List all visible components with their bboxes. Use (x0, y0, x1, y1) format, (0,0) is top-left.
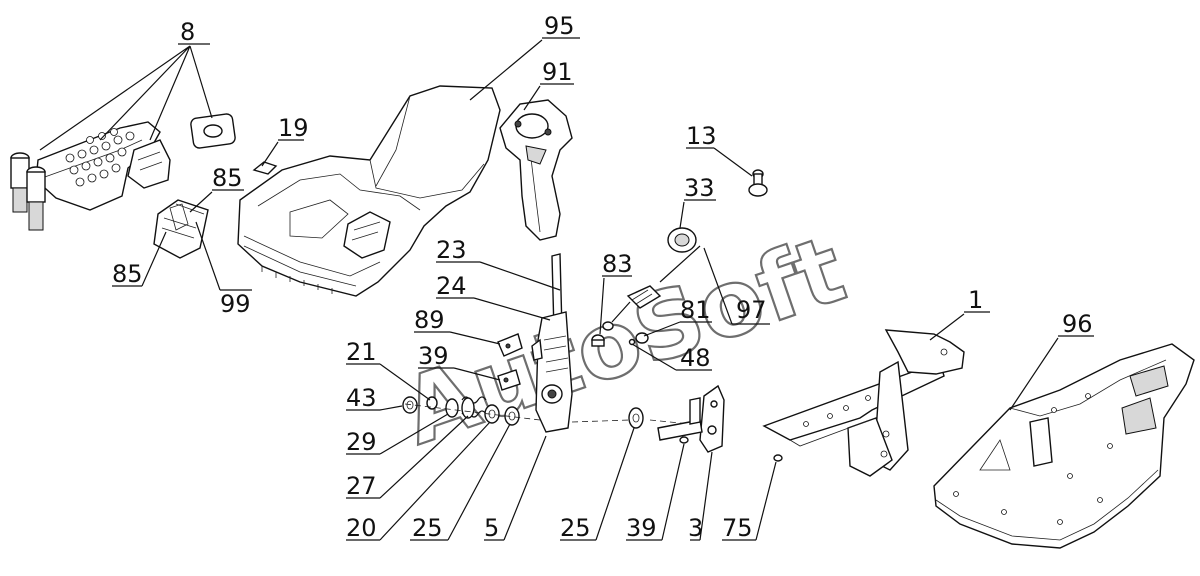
control-panel-part-8 (10, 113, 236, 231)
callout-8: 8 (180, 18, 195, 46)
grommet-part-33 (667, 227, 697, 253)
callout-labels: 8 95 91 19 85 85 99 13 33 23 24 83 97 89… (112, 12, 1093, 542)
callout-23: 23 (436, 236, 467, 264)
callout-27: 27 (346, 472, 377, 500)
cable-part-97 (602, 245, 701, 331)
lever-bracket-part-5 (531, 253, 573, 433)
callout-91: 91 (542, 58, 573, 86)
callout-29: 29 (346, 428, 377, 456)
callout-75: 75 (722, 514, 753, 542)
washer-part-25b (628, 407, 644, 429)
housing-cover-part-96 (933, 343, 1195, 549)
callout-3: 3 (688, 514, 703, 542)
callout-99: 99 (220, 290, 251, 318)
switch-block-part-85-99 (153, 199, 209, 259)
callout-5: 5 (484, 514, 499, 542)
callout-1: 1 (968, 286, 983, 314)
callout-33: 33 (684, 174, 715, 202)
callout-24: 24 (436, 272, 467, 300)
callout-81: 81 (680, 296, 711, 324)
callout-25-right: 25 (560, 514, 591, 542)
callout-25-left: 25 (412, 514, 443, 542)
mounting-bracket-part-1 (762, 329, 965, 477)
callout-43: 43 (346, 384, 377, 412)
clip-part-19 (252, 161, 278, 175)
callout-83: 83 (602, 250, 633, 278)
joystick-handle-part-91 (499, 99, 573, 241)
ring-part-29 (445, 398, 459, 418)
callout-96: 96 (1062, 310, 1093, 338)
bolt-part-13 (748, 169, 768, 197)
callout-89: 89 (414, 306, 445, 334)
microswitch-part-24 (497, 369, 521, 391)
callout-39-bottom: 39 (626, 514, 657, 542)
callout-13: 13 (686, 122, 717, 150)
shaft-bracket-part-3 (657, 384, 725, 453)
callout-95: 95 (544, 12, 575, 40)
callout-85-bottom: 85 (112, 260, 143, 288)
microswitch-part-23 (497, 333, 523, 357)
callout-21: 21 (346, 338, 377, 366)
washer-part-43 (402, 396, 418, 414)
callout-97: 97 (736, 296, 767, 324)
leader-lines (39, 37, 1094, 541)
callout-48: 48 (680, 344, 711, 372)
callout-85-top: 85 (212, 164, 243, 192)
spring-part-27 (461, 396, 487, 419)
callout-19: 19 (278, 114, 309, 142)
seat-housing-part-95 (237, 85, 501, 297)
callout-39-top: 39 (418, 342, 449, 370)
washer-part-25a (504, 406, 520, 426)
callout-20: 20 (346, 514, 377, 542)
